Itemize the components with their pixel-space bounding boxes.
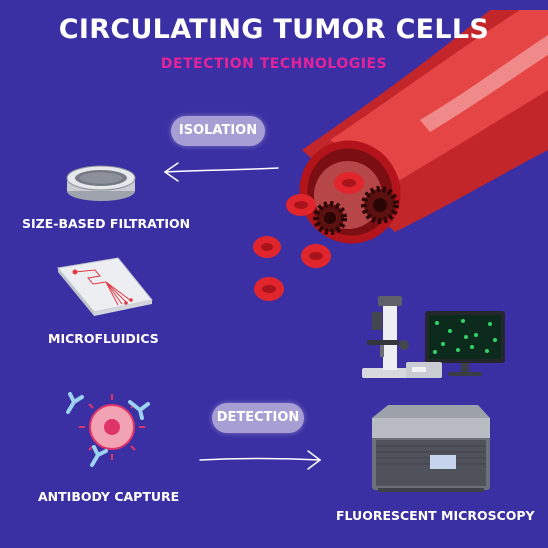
red-blood-cell-icon [253,236,281,258]
detection-badge: DETECTION [212,403,304,433]
microscope-icon [362,296,409,378]
monitor-icon [406,311,505,378]
fluorescent-microscopy-label: FLUORESCENT MICROSCOPY [336,508,535,523]
microfluidic-chip-icon [57,257,153,316]
microfluidics-label: MICROFLUIDICS [48,331,159,346]
lab-instrument-icon [372,405,490,492]
tumor-cell-icon [361,186,399,224]
tumor-cell-icon [313,201,347,235]
isolation-badge: ISOLATION [171,116,265,146]
arrow-left-icon [163,162,279,182]
red-blood-cell-icon [254,277,284,301]
tumor-cell-icon [79,394,145,460]
red-blood-cell-icon [301,244,331,268]
page-title: CIRCULATING TUMOR CELLS [58,14,490,45]
page-subtitle: DETECTION TECHNOLOGIES [160,56,388,72]
red-blood-cell-icon [286,194,316,216]
arrow-right-icon [199,450,322,470]
filter-icon [66,165,136,201]
size-based-filtration-label: SIZE-BASED FILTRATION [22,216,191,231]
antibody-capture-label: ANTIBODY CAPTURE [38,489,180,504]
red-blood-cell-icon [334,172,364,194]
antibody-icon [66,392,150,467]
